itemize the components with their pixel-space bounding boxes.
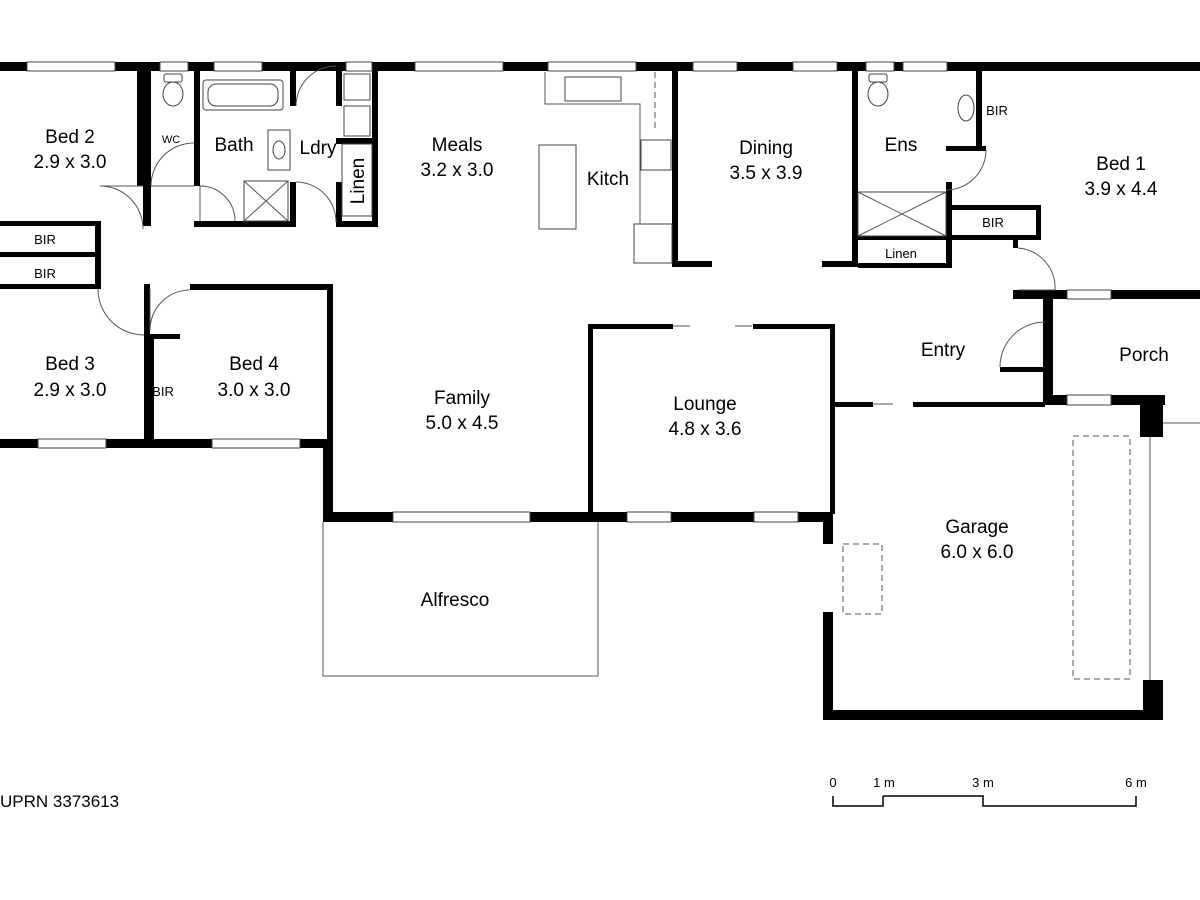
windows bbox=[26, 61, 1112, 523]
wc-name: WC bbox=[162, 134, 180, 146]
bir-bed1-name: BIR bbox=[982, 215, 1004, 230]
bir-ens-name: BIR bbox=[986, 103, 1008, 118]
scale-label-1m: 1 m bbox=[873, 775, 895, 790]
meals-name: Meals bbox=[432, 135, 483, 156]
bir-a-name: BIR bbox=[34, 232, 56, 247]
interior-walls bbox=[0, 66, 1048, 514]
bed1-size: 3.9 x 4.4 bbox=[1085, 179, 1158, 200]
linen-ldry-name: Linen bbox=[348, 158, 369, 205]
door-swings bbox=[97, 65, 1056, 405]
scale-bar: 0 1 m 3 m 6 m bbox=[829, 775, 1147, 807]
dining-name: Dining bbox=[739, 138, 793, 159]
meals-size: 3.2 x 3.0 bbox=[421, 160, 494, 181]
fixtures bbox=[162, 72, 1200, 680]
bed4-name: Bed 4 bbox=[229, 354, 279, 375]
alfresco-name: Alfresco bbox=[421, 590, 490, 611]
exterior-walls bbox=[0, 62, 1200, 720]
bir-b-name: BIR bbox=[34, 266, 56, 281]
scale-label-6m: 6 m bbox=[1125, 775, 1147, 790]
entry-name: Entry bbox=[921, 340, 966, 361]
garage-name: Garage bbox=[945, 517, 1008, 538]
bed1-name: Bed 1 bbox=[1096, 154, 1146, 175]
ens-name: Ens bbox=[885, 135, 918, 156]
porch-name: Porch bbox=[1119, 345, 1169, 366]
bath-name: Bath bbox=[214, 135, 253, 156]
linen-ens-name: Linen bbox=[885, 246, 917, 261]
bir-bed4-name: BIR bbox=[152, 384, 174, 399]
dining-size: 3.5 x 3.9 bbox=[730, 163, 803, 184]
bed3-size: 2.9 x 3.0 bbox=[34, 380, 107, 401]
lounge-name: Lounge bbox=[673, 394, 736, 415]
bed3-name: Bed 3 bbox=[45, 354, 95, 375]
lounge-size: 4.8 x 3.6 bbox=[669, 419, 742, 440]
garage-size: 6.0 x 6.0 bbox=[941, 542, 1014, 563]
room-labels: Bed 2 2.9 x 3.0 WC Bath Ldry Linen Meals… bbox=[34, 103, 1169, 611]
bed4-size: 3.0 x 3.0 bbox=[218, 380, 291, 401]
bed2-size: 2.9 x 3.0 bbox=[34, 152, 107, 173]
scale-label-0: 0 bbox=[829, 775, 836, 790]
bed2-name: Bed 2 bbox=[45, 127, 95, 148]
uprn-reference: UPRN 3373613 bbox=[0, 792, 119, 811]
family-name: Family bbox=[434, 388, 490, 409]
scale-label-3m: 3 m bbox=[972, 775, 994, 790]
ldry-name: Ldry bbox=[300, 138, 337, 159]
kitch-name: Kitch bbox=[587, 169, 629, 190]
family-size: 5.0 x 4.5 bbox=[426, 413, 499, 434]
